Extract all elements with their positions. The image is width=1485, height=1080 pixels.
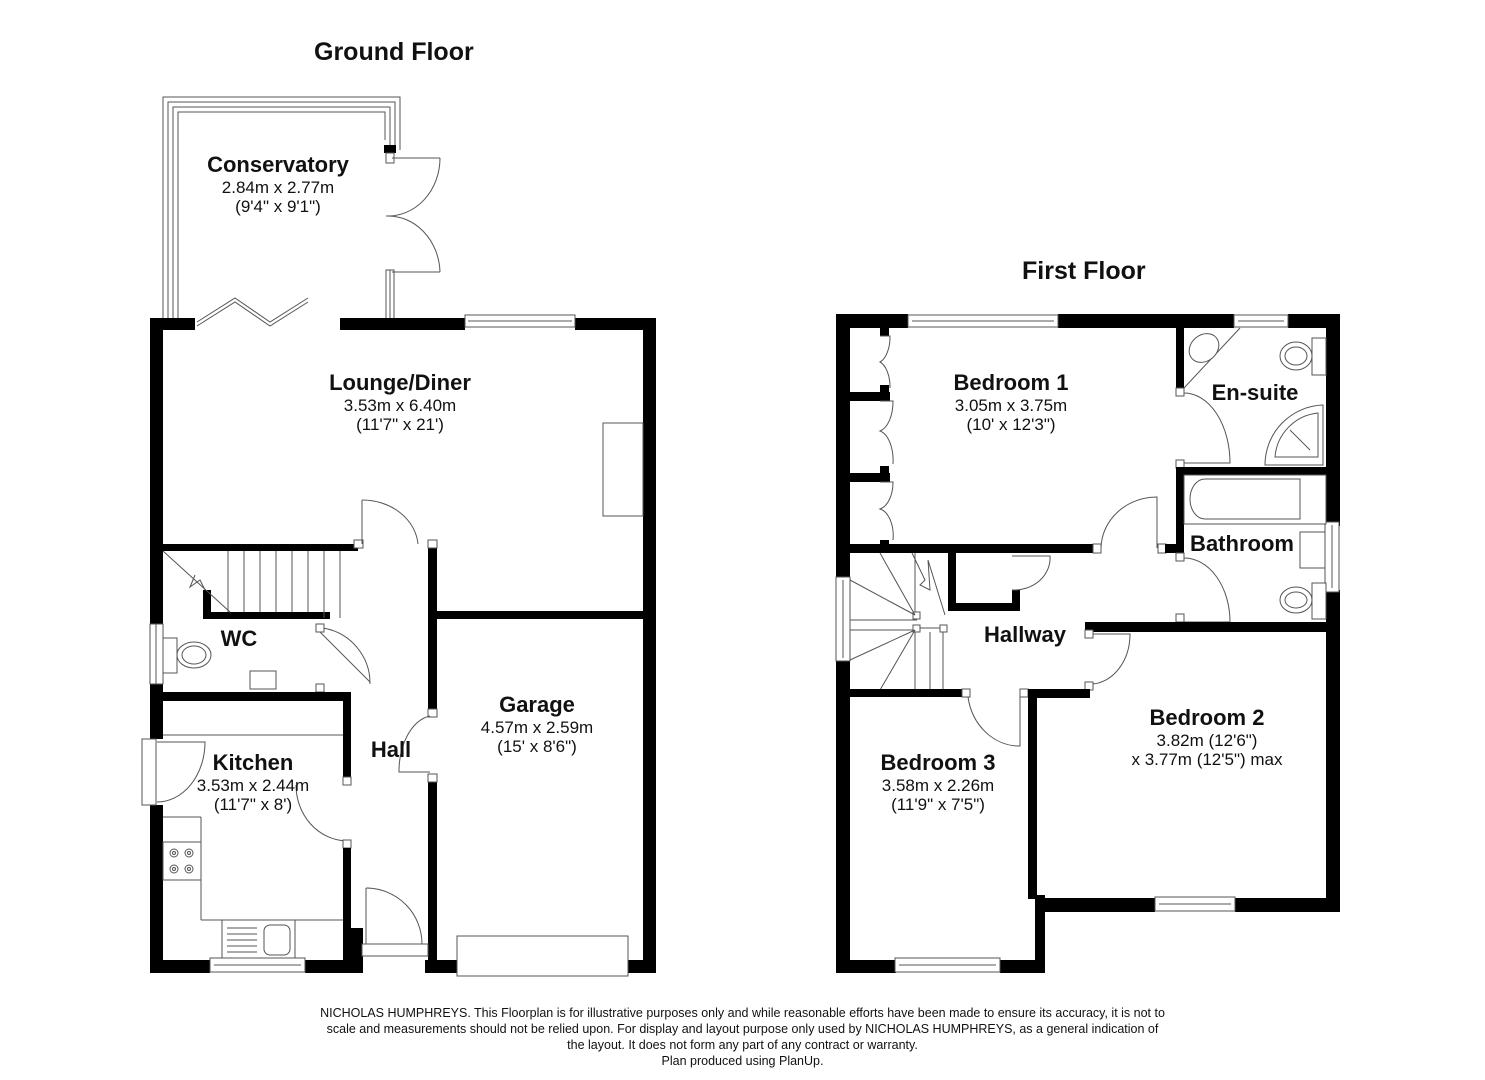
wardrobe-icon: [850, 328, 894, 548]
room-dimensions-metric: 3.58m x 2.26m: [881, 776, 995, 795]
basin-icon: [1183, 327, 1241, 389]
room-label-bedroom-2: Bedroom 2 3.82m (12'6") x 3.77m (12'5") …: [1132, 705, 1283, 769]
first-floor-title: First Floor: [1022, 257, 1146, 285]
staircase-icon: [162, 544, 358, 619]
disclaimer-line: the layout. It does not form any part of…: [567, 1038, 918, 1052]
door-swing-icon: [295, 784, 347, 842]
ground-floor-plan: [141, 96, 656, 977]
bifold-door-icon: [196, 297, 309, 323]
room-label-conservatory: Conservatory 2.84m x 2.77m (9'4" x 9'1"): [207, 152, 349, 216]
door-swing-icon: [1183, 392, 1231, 464]
room-dimensions-metric: 3.53m x 6.40m: [343, 396, 457, 415]
room-label-bathroom: Bathroom: [1190, 531, 1294, 557]
door-swing-icon: [1011, 555, 1051, 591]
room-dimensions-metric: 3.05m x 3.75m: [954, 396, 1068, 415]
room-dimensions-metric: 3.53m x 2.44m: [196, 776, 310, 795]
door-swing-icon: [967, 696, 1021, 747]
fireplace-icon: [602, 422, 644, 517]
room-dimensions-metric: 4.57m x 2.59m: [480, 718, 594, 737]
door-swing-icon: [1100, 496, 1158, 549]
ground-floor-title: Ground Floor: [314, 38, 474, 66]
room-dimensions-imperial: (10' x 12'3"): [966, 415, 1056, 434]
room-label-lounge-diner: Lounge/Diner 3.53m x 6.40m (11'7" x 21'): [329, 370, 471, 434]
room-label-hallway: Hallway: [984, 622, 1066, 648]
room-dimensions-imperial: (11'9" x 7'5"): [891, 795, 985, 814]
basin-icon: [249, 670, 277, 690]
room-label-hall: Hall: [371, 737, 411, 763]
room-name: Bedroom 2: [1149, 705, 1265, 730]
door-swing-icon: [1092, 633, 1131, 685]
disclaimer-line: scale and measurements should not be rel…: [326, 1022, 1159, 1036]
room-name: En-suite: [1211, 380, 1299, 405]
garage-door-icon: [456, 935, 629, 977]
door-swing-icon: [322, 627, 371, 685]
door-swing-icon: [156, 741, 206, 803]
door-swing-icon: [361, 499, 419, 545]
room-dimensions-imperial: (11'7" x 8'): [213, 795, 293, 814]
front-door-icon: [365, 887, 423, 945]
room-name: Bathroom: [1190, 531, 1294, 556]
room-name: Kitchen: [212, 750, 294, 775]
room-dimensions-imperial: (11'7" x 21'): [356, 415, 444, 434]
disclaimer-line: Plan produced using PlanUp.: [661, 1054, 824, 1068]
hob-icon: [162, 841, 202, 881]
room-name: Hall: [370, 737, 412, 762]
room-name: Bedroom 3: [880, 750, 996, 775]
room-name: Garage: [499, 692, 575, 717]
room-name: WC: [220, 626, 258, 651]
first-floor-plan: [835, 314, 1340, 973]
basin-icon: [1299, 531, 1326, 569]
french-door-icon: [385, 157, 441, 273]
room-dimensions-metric: 2.84m x 2.77m: [221, 178, 335, 197]
room-name: Bedroom 1: [953, 370, 1069, 395]
room-name: Lounge/Diner: [329, 370, 471, 395]
toilet-icon: [1279, 582, 1327, 620]
toilet-icon: [1279, 337, 1327, 376]
room-label-bedroom-3: Bedroom 3 3.58m x 2.26m (11'9" x 7'5"): [881, 750, 996, 814]
toilet-icon: [162, 637, 212, 674]
room-name: Hallway: [984, 622, 1066, 647]
shower-icon: [1264, 404, 1324, 466]
room-label-en-suite: En-suite: [1212, 380, 1299, 406]
door-swing-icon: [1183, 557, 1231, 623]
room-dimensions-imperial: x 3.77m (12'5") max: [1131, 750, 1283, 769]
staircase-icon: [849, 552, 948, 691]
room-label-bedroom-1: Bedroom 1 3.05m x 3.75m (10' x 12'3"): [954, 370, 1069, 434]
room-label-garage: Garage 4.57m x 2.59m (15' x 8'6"): [481, 692, 593, 756]
room-label-kitchen: Kitchen 3.53m x 2.44m (11'7" x 8'): [197, 750, 309, 814]
room-dimensions-imperial: (15' x 8'6"): [497, 737, 577, 756]
disclaimer-line: NICHOLAS HUMPHREYS. This Floorplan is fo…: [320, 1006, 1165, 1020]
room-name: Conservatory: [207, 152, 349, 177]
bath-icon: [1183, 474, 1327, 525]
disclaimer-text: NICHOLAS HUMPHREYS. This Floorplan is fo…: [200, 1005, 1285, 1069]
room-dimensions-metric: 3.82m (12'6"): [1156, 731, 1258, 750]
room-dimensions-imperial: (9'4" x 9'1"): [235, 197, 321, 216]
room-label-wc: WC: [221, 626, 258, 652]
kitchen-units: [162, 816, 343, 961]
door-swing-icon: [398, 715, 431, 773]
